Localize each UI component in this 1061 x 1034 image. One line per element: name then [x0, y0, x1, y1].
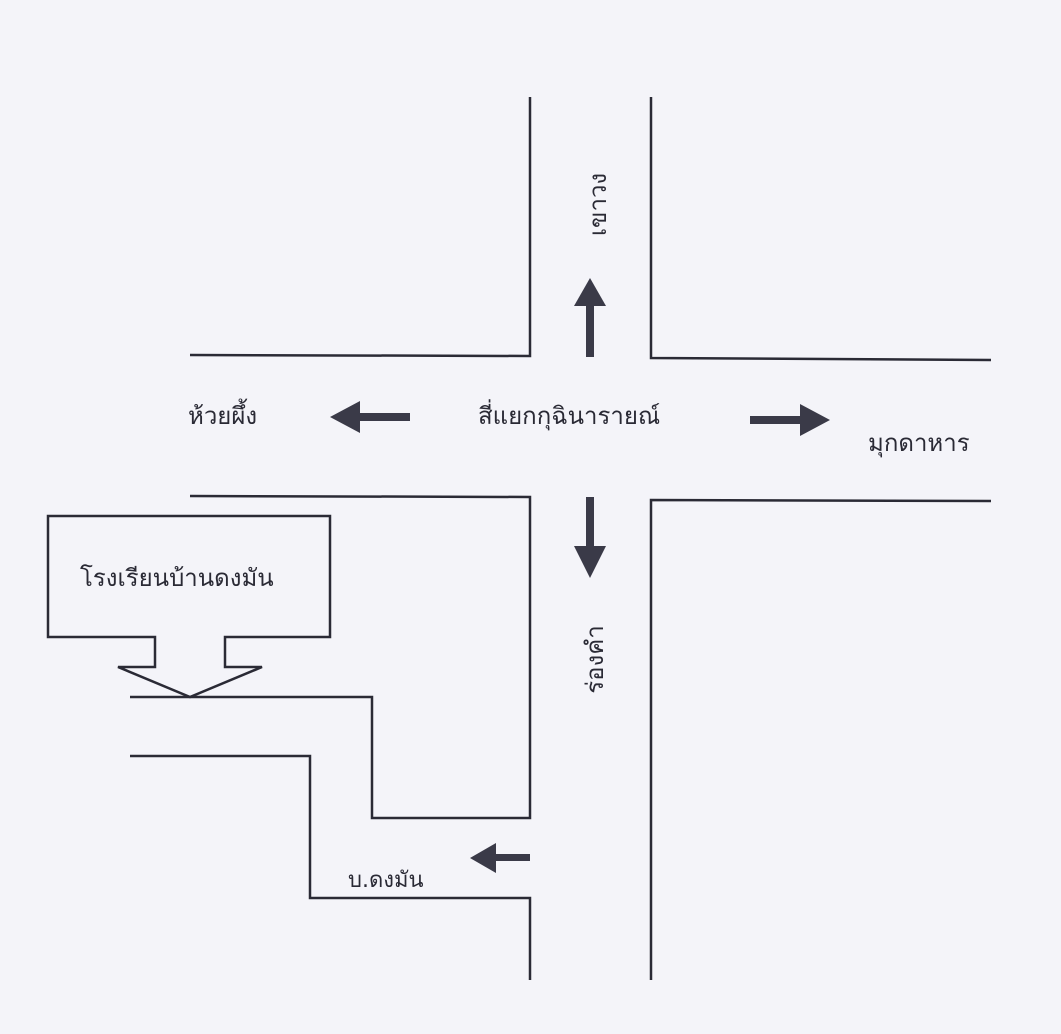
- arrow-village-icon: [470, 843, 530, 873]
- label-center: สี่แยกกุฉินารายณ์: [478, 402, 661, 430]
- arrow-north-icon: [574, 278, 606, 357]
- label-east: มุกดาหาร: [868, 429, 970, 457]
- road-north-left-edge: [189, 97, 532, 358]
- school-callout: [46, 514, 332, 699]
- arrow-south-icon: [574, 497, 606, 578]
- arrow-east-icon: [750, 404, 830, 436]
- village-road-lower-edge: [130, 754, 532, 980]
- label-south: ร่องคำ: [580, 625, 609, 694]
- label-school: โรงเรียนบ้านดงมัน: [80, 564, 274, 592]
- label-village: บ.ดงมัน: [348, 868, 424, 893]
- road-north-right-edge: [649, 97, 992, 362]
- label-north: เขาวง: [584, 172, 613, 237]
- arrow-west-icon: [330, 401, 410, 433]
- road-south-left-edge: [130, 494, 532, 820]
- road-south-right-edge: [649, 498, 992, 980]
- label-west: ห้วยผึ้ง: [188, 402, 258, 430]
